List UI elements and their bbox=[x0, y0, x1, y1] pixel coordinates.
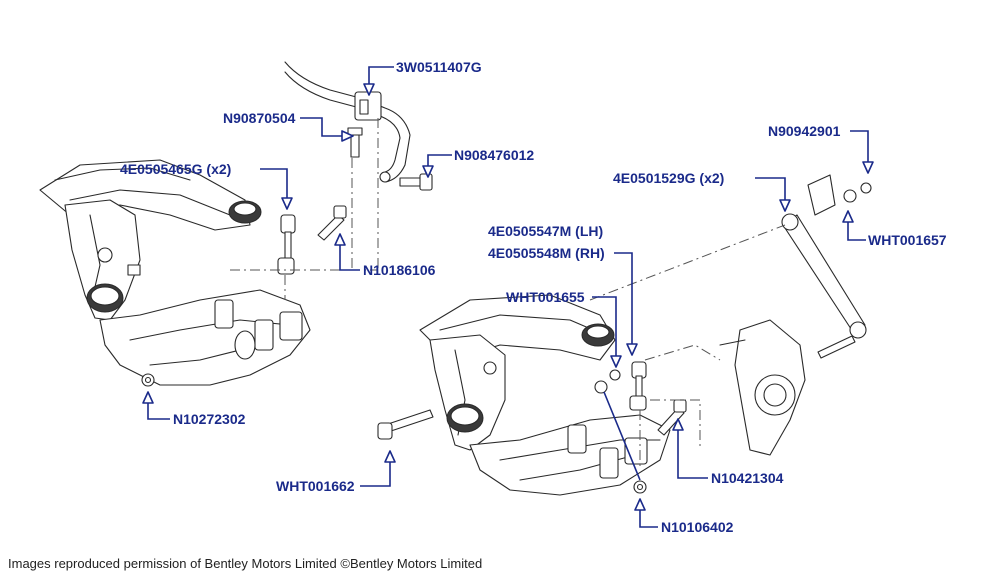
part-number-label: N10421304 bbox=[711, 470, 784, 486]
part-number-label: N10186106 bbox=[363, 262, 436, 278]
right-subframe-drawing bbox=[377, 294, 671, 496]
part-number-label: N908476012 bbox=[454, 147, 534, 163]
left-subframe-drawing bbox=[39, 159, 311, 387]
label-n10421304: N10421304 bbox=[672, 418, 784, 486]
part-number-label: 3W0511407G bbox=[396, 59, 482, 75]
front-link-drawing bbox=[719, 174, 872, 456]
part-number-label: WHT001662 bbox=[276, 478, 355, 494]
label-4e0505548m: 4E0505548M (RH) bbox=[488, 245, 638, 356]
label-wht001657: WHT001657 bbox=[842, 210, 947, 248]
label-n90870504: N90870504 bbox=[223, 110, 354, 142]
label-n908476012: N908476012 bbox=[422, 147, 534, 178]
part-number-label: 4E0505547M (LH) bbox=[488, 223, 603, 239]
part-number-label: N90870504 bbox=[223, 110, 296, 126]
label-wht001662: WHT001662 bbox=[276, 450, 396, 494]
label-4e0505547m: 4E0505547M (LH) bbox=[488, 223, 603, 239]
label-n10186106: N10186106 bbox=[334, 233, 436, 278]
label-wht001655: WHT001655 bbox=[506, 289, 622, 368]
label-4e0505465g: 4E0505465G (x2) bbox=[120, 161, 293, 210]
copyright-notice: Images reproduced permission of Bentley … bbox=[8, 556, 483, 571]
label-3w0511407g: 3W0511407G bbox=[363, 59, 482, 96]
part-number-label: N10272302 bbox=[173, 411, 246, 427]
label-n10106402: N10106402 bbox=[603, 391, 734, 535]
drop-link-drawing bbox=[594, 361, 687, 494]
part-number-label: N10106402 bbox=[661, 519, 734, 535]
part-number-label: WHT001657 bbox=[868, 232, 947, 248]
label-n90942901: N90942901 bbox=[768, 123, 874, 174]
part-number-label: 4E0505548M (RH) bbox=[488, 245, 605, 261]
part-number-label: 4E0505465G (x2) bbox=[120, 161, 231, 177]
part-number-label: 4E0501529G (x2) bbox=[613, 170, 724, 186]
label-n10272302: N10272302 bbox=[142, 391, 246, 427]
label-4e0501529g: 4E0501529G (x2) bbox=[613, 170, 791, 212]
anti-roll-bar-drawing bbox=[284, 61, 433, 191]
part-number-label: WHT001655 bbox=[506, 289, 585, 305]
rear-link-drawing bbox=[277, 205, 347, 275]
part-number-label: N90942901 bbox=[768, 123, 841, 139]
guide-lines bbox=[230, 118, 786, 470]
